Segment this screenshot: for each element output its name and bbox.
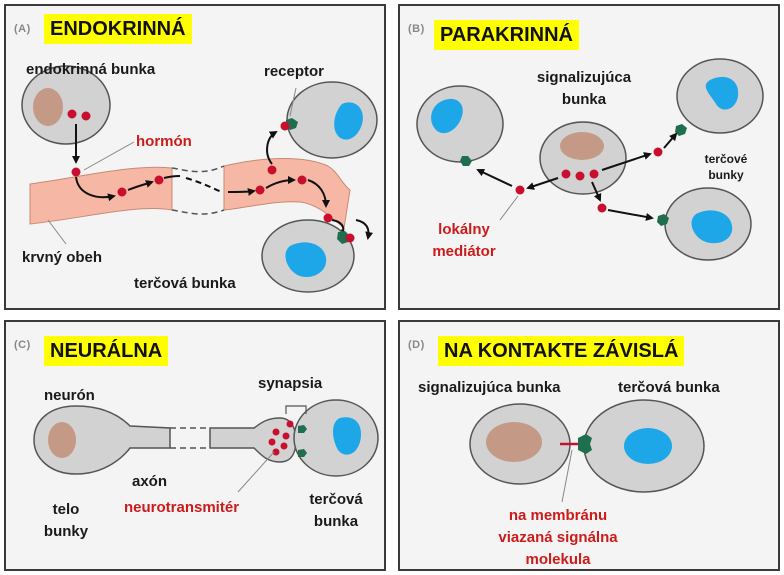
label-target-cell: terčová bunka <box>134 275 236 292</box>
endocrine-diagram <box>21 65 378 293</box>
label-target-cell-2: bunka <box>313 513 359 530</box>
receptor-neural-2 <box>298 449 307 457</box>
target-cell-left-nucleus <box>431 98 463 134</box>
label-local-mediator-1: lokálny <box>438 221 490 238</box>
label-neurotransmitter: neurotransmitér <box>124 499 240 516</box>
label-membrane-molecule-2: viazaná signálna <box>498 529 618 546</box>
target-cell-right-top-nucleus <box>705 76 739 110</box>
target-cell-top-nucleus <box>334 102 363 140</box>
neural-diagram <box>33 399 379 493</box>
receptor-right-bottom <box>657 214 669 226</box>
label-neuron: neurón <box>44 387 95 404</box>
label-membrane-molecule-3: molekula <box>525 551 591 568</box>
neuron <box>33 405 171 475</box>
label-receptor: receptor <box>264 63 325 80</box>
label-axon: axón <box>132 473 168 490</box>
panel-b-letter: (B) <box>408 23 425 35</box>
label-cell-body-1: telo <box>52 501 80 518</box>
receptor-neural-1 <box>298 425 307 433</box>
target-cell-left <box>416 85 504 163</box>
contact-diagram <box>469 399 705 503</box>
target-cell-top <box>286 81 378 159</box>
label-target-cells-2: bunky <box>708 168 744 182</box>
target-cell-contact-nucleus <box>624 428 672 464</box>
receptor-contact <box>578 434 592 454</box>
label-target-cells-1: terčové <box>704 152 748 166</box>
label-bloodstream: krvný obeh <box>22 249 103 266</box>
signaling-cell-contact-nucleus <box>486 422 542 462</box>
receptor-left <box>460 156 472 166</box>
blood-vessel-right <box>223 158 351 229</box>
panel-b-title: PARAKRINNÁ <box>434 20 579 50</box>
panel-a-title: ENDOKRINNÁ <box>44 14 192 44</box>
panel-a-letter: (A) <box>14 23 31 35</box>
label-membrane-molecule-1: na membránu <box>508 507 608 524</box>
label-signaling-cell-2: bunka <box>561 91 607 108</box>
label-cell-body-2: bunky <box>43 523 89 540</box>
axon-terminal <box>209 417 297 463</box>
panel-c-letter: (C) <box>14 339 31 351</box>
blood-vessel-left <box>29 166 173 225</box>
panel-d-title: NA KONTAKTE ZÁVISLÁ <box>438 336 685 366</box>
neuron-nucleus <box>48 422 76 458</box>
label-signaling-cell: signalizujúca bunka <box>418 379 561 396</box>
label-target-cell-contact: terčová bunka <box>618 379 720 396</box>
label-hormone: hormón <box>136 133 192 150</box>
panel-neural: (C) NEURÁLNA synapsia neurón axón neurot… <box>4 320 386 571</box>
target-cell-neural-nucleus <box>333 417 362 455</box>
panel-c-title: NEURÁLNA <box>44 336 169 366</box>
panel-endocrine: (A) ENDOKRINNÁ endokrinná bunka receptor… <box>4 4 386 310</box>
panel-d-letter: (D) <box>408 339 425 351</box>
target-cell-bottom-nucleus <box>285 242 327 278</box>
label-endocrine-cell: endokrinná bunka <box>26 61 156 78</box>
label-synapse: synapsia <box>258 375 323 392</box>
panel-paracrine: (B) PARAKRINNÁ signalizujúca bunka terčo… <box>398 4 780 310</box>
label-local-mediator-2: mediátor <box>432 243 496 260</box>
panel-contact-dependent: (D) NA KONTAKTE ZÁVISLÁ signalizujúca bu… <box>398 320 780 571</box>
label-target-cell-1: terčová <box>309 491 363 508</box>
receptor-right-top <box>675 124 687 136</box>
paracrine-diagram <box>416 58 764 261</box>
target-cell-right-bottom-nucleus <box>691 210 733 244</box>
signaling-cell-nucleus <box>560 132 604 160</box>
endocrine-cell-nucleus <box>33 88 63 126</box>
label-signaling-cell-1: signalizujúca <box>536 69 632 86</box>
